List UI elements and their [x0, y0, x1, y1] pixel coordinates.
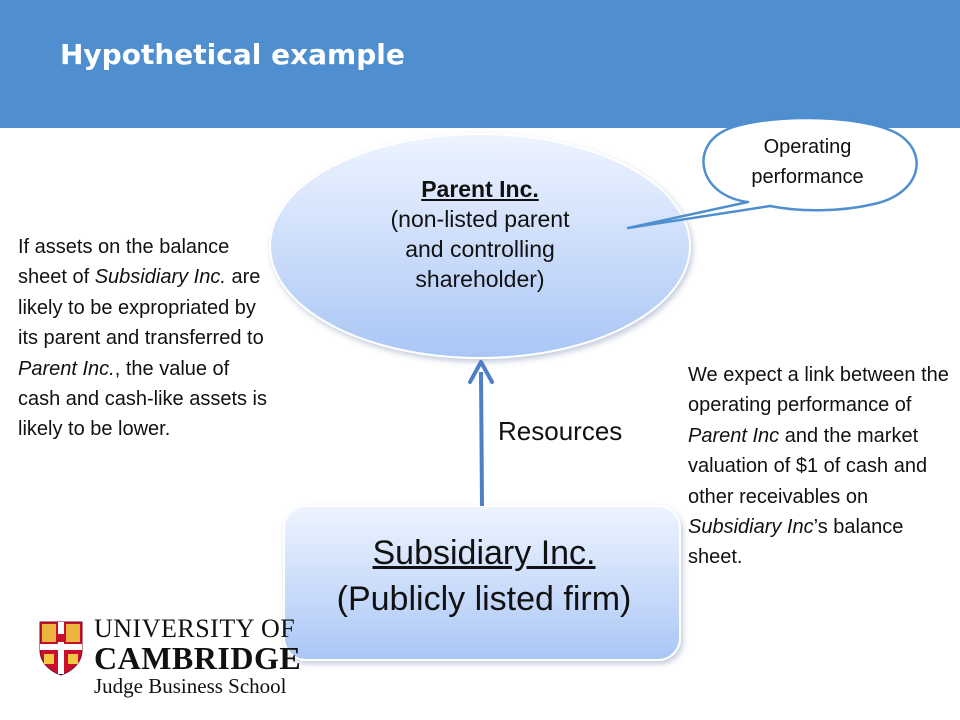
- right-note-text: We expect a link between the operating p…: [688, 360, 953, 573]
- subsidiary-node-name: Subsidiary Inc.: [372, 534, 596, 572]
- parent-node-label: Parent Inc. (non-listed parent and contr…: [330, 174, 630, 294]
- parent-node-name: Parent Inc.: [421, 176, 539, 202]
- parent-node-desc-line1: (non-listed parent: [390, 206, 570, 232]
- left-note-part1: If assets on the balance sheet of: [18, 236, 230, 289]
- header-bar: Hypothetical example: [0, 0, 960, 128]
- logo-line-2: CAMBRIDGE: [94, 640, 302, 676]
- left-note-part5: , the value of cash and cash-like assets…: [18, 357, 268, 441]
- crest-icon: [39, 621, 83, 676]
- resources-arrow-shaft: [479, 371, 484, 507]
- university-logo: UNIVERSITY OF CAMBRIDGE Judge Business S…: [38, 614, 301, 700]
- right-note-part2: Parent Inc: [688, 424, 780, 447]
- callout-line1: Operating: [763, 136, 852, 158]
- operating-performance-callout-shape: [626, 116, 918, 230]
- callout-label: Operating performance: [700, 132, 915, 192]
- subsidiary-node-label: Subsidiary Inc. (Publicly listed firm): [282, 530, 686, 622]
- parent-node-shape: [269, 133, 691, 359]
- subsidiary-node-desc: (Publicly listed firm): [336, 580, 632, 618]
- right-note-part4: Subsidiary Inc: [688, 516, 814, 539]
- left-note-text: If assets on the balance sheet of Subsid…: [18, 232, 273, 445]
- parent-node-desc-line2: and controlling: [405, 236, 555, 262]
- left-note-part4: Parent Inc.: [18, 357, 115, 380]
- page-title: Hypothetical example: [60, 38, 405, 71]
- right-note-part1: We expect a link between the operating p…: [688, 364, 949, 417]
- logo-line-1: UNIVERSITY OF: [94, 614, 296, 643]
- right-note-part3: and the market valuation of $1 of cash a…: [688, 424, 928, 508]
- right-note-part5: ’s balance sheet.: [688, 516, 904, 569]
- logo-line-3: Judge Business School: [94, 674, 287, 698]
- left-note-part2: Subsidiary Inc.: [94, 266, 226, 289]
- resources-arrow-head: [468, 360, 494, 384]
- callout-line2: performance: [751, 166, 864, 188]
- parent-node-desc-line3: shareholder): [415, 266, 545, 292]
- resources-edge-label: Resources: [498, 416, 623, 446]
- left-note-part3: are likely to be expropriated by its par…: [18, 266, 264, 350]
